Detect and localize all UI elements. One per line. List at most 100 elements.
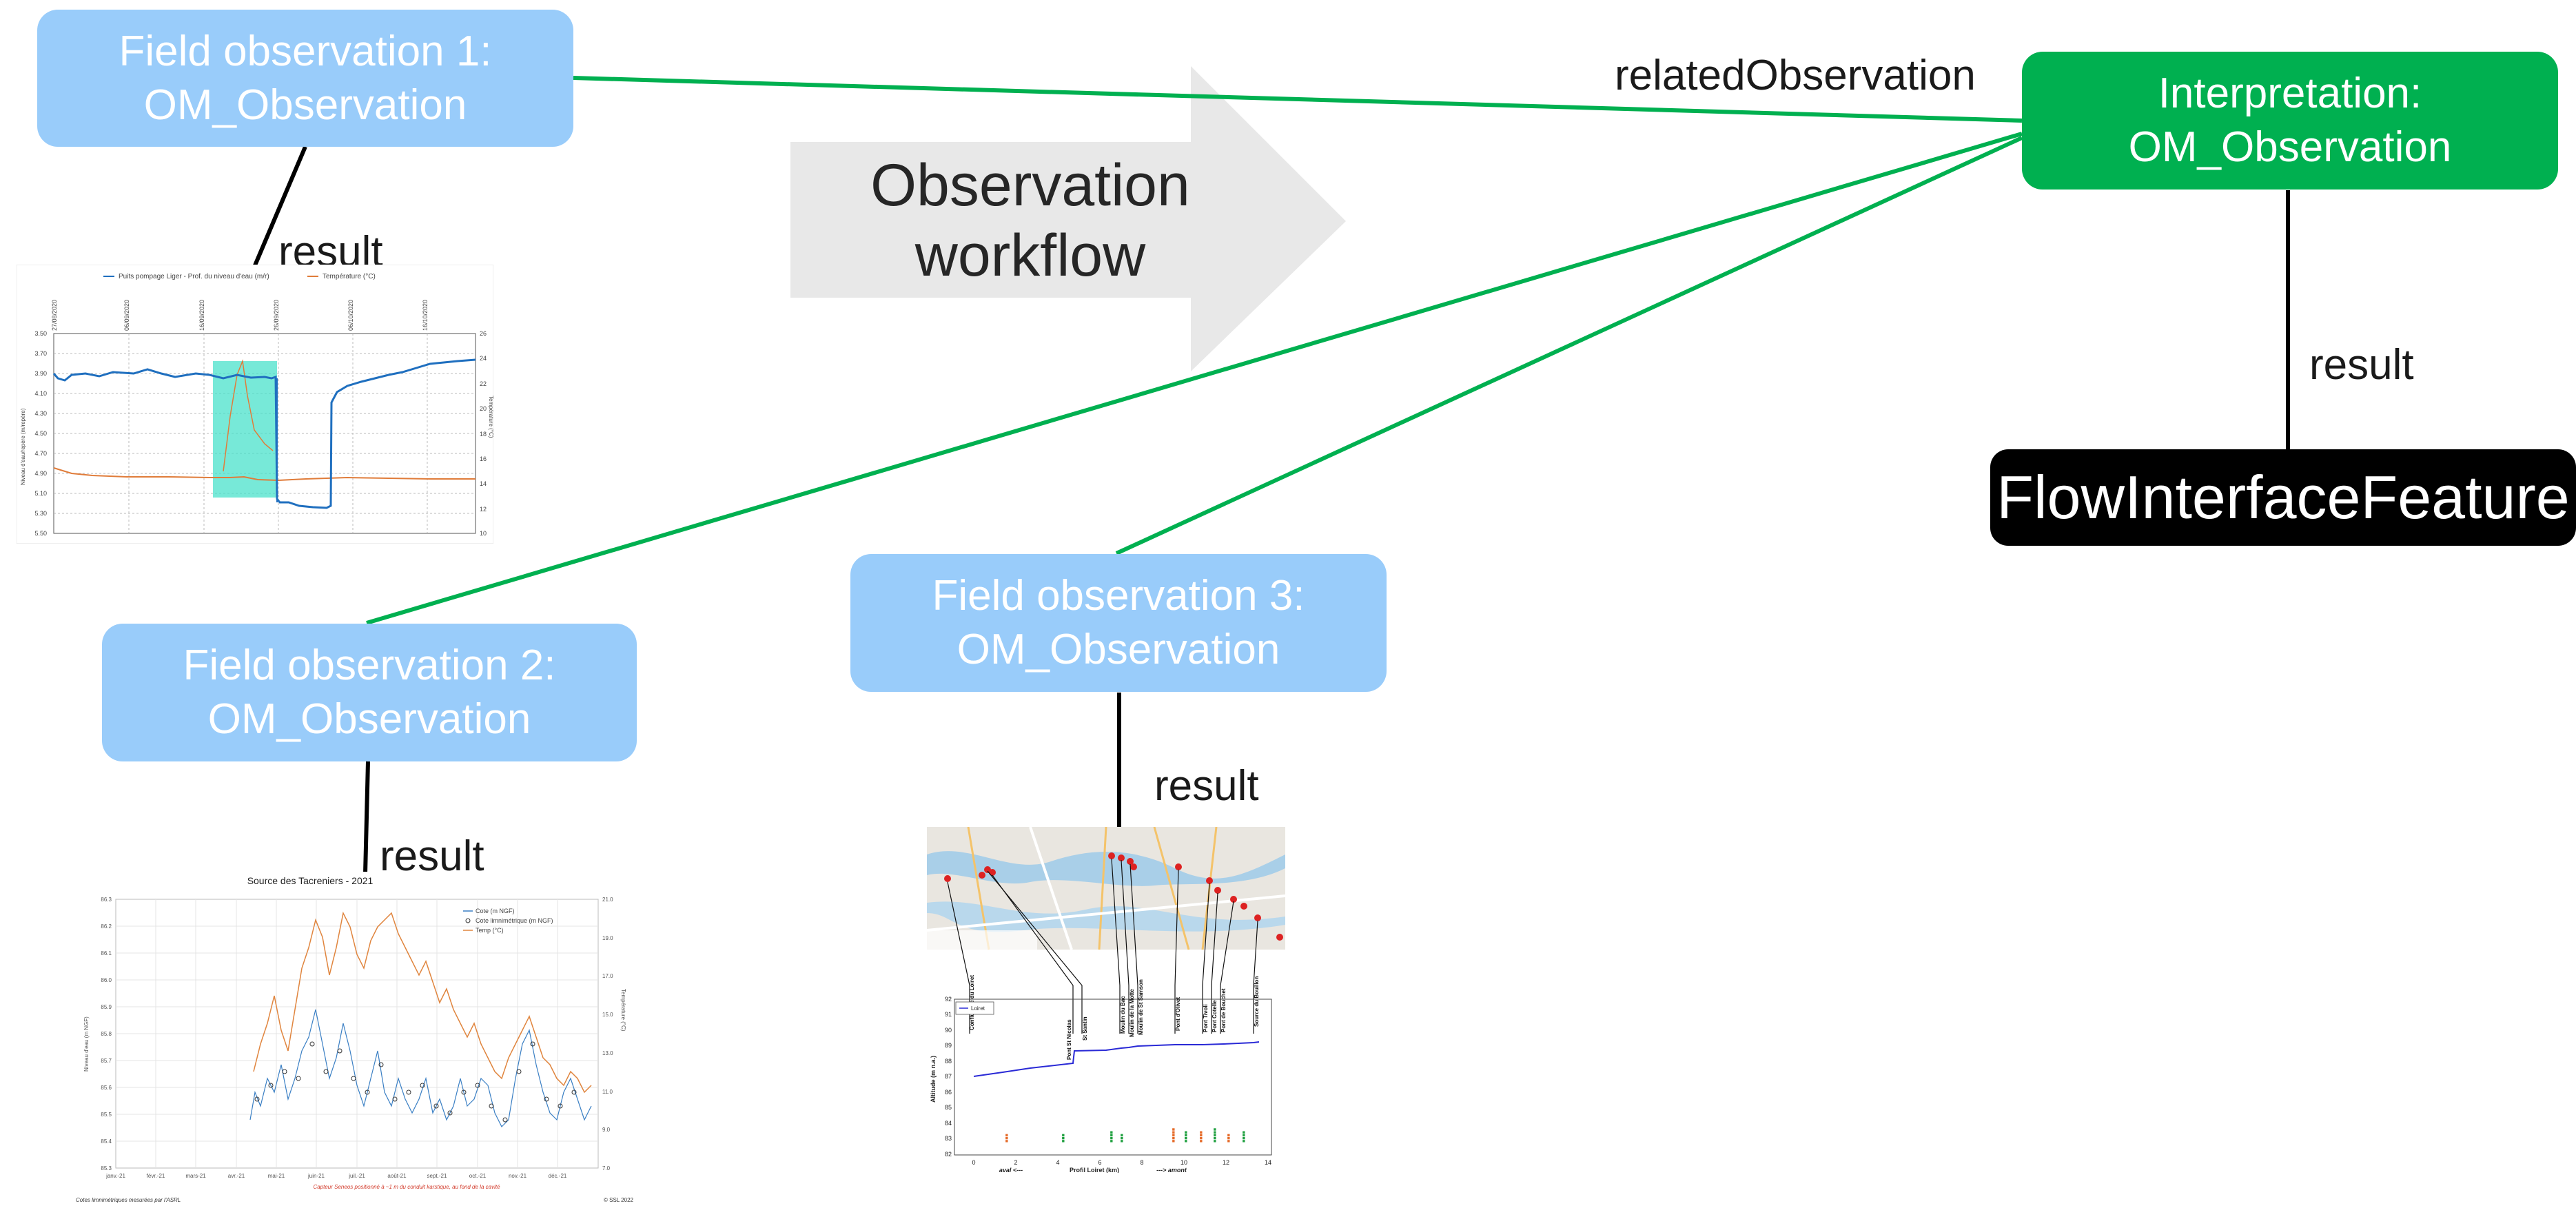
svg-text:84: 84 bbox=[945, 1120, 952, 1127]
svg-text:16/09/2020: 16/09/2020 bbox=[198, 300, 205, 331]
flow-interface-feature-box[interactable]: FlowInterfaceFeature bbox=[1990, 449, 2576, 546]
svg-text:19.0: 19.0 bbox=[602, 935, 613, 941]
svg-text:16/10/2020: 16/10/2020 bbox=[422, 300, 429, 331]
svg-text:85.6: 85.6 bbox=[101, 1085, 112, 1091]
svg-text:5.10: 5.10 bbox=[34, 490, 47, 497]
svg-text:■■■■: ■■■■ bbox=[1184, 1131, 1189, 1143]
chart2-ylabel-right: Température (°C) bbox=[620, 989, 626, 1032]
chart2-ylabel-left: Niveau d'eau (m NGF) bbox=[83, 1016, 90, 1072]
field-observation-3-box[interactable]: Field observation 3: OM_Observation bbox=[850, 554, 1387, 692]
svg-text:St Santin: St Santin bbox=[1082, 1016, 1088, 1041]
chart1-left-ticks: 3.50 3.70 3.90 4.10 4.30 4.50 4.70 4.90 … bbox=[34, 330, 47, 537]
result-chart-field1: Puits pompage Liger - Prof. du niveau d'… bbox=[16, 264, 494, 544]
field-observation-2-box[interactable]: Field observation 2: OM_Observation bbox=[102, 624, 637, 761]
svg-text:Temp (°C): Temp (°C) bbox=[476, 927, 504, 934]
result-link-field1 bbox=[253, 145, 307, 267]
chart3-xlabel: Profil Loiret (km) bbox=[1070, 1167, 1119, 1173]
svg-text:Source du Bouillon: Source du Bouillon bbox=[1254, 976, 1260, 1027]
chart1-temperature-series bbox=[53, 467, 476, 482]
svg-text:juin-21: juin-21 bbox=[307, 1173, 325, 1179]
chart2-level-series bbox=[249, 1009, 592, 1128]
chart2-footnote-left: Cotes limnimétriques mesurées par l'ASRL bbox=[76, 1197, 181, 1203]
chart2-title: Source des Tacreniers - 2021 bbox=[247, 875, 374, 886]
svg-text:10: 10 bbox=[480, 530, 487, 537]
svg-text:18: 18 bbox=[480, 431, 487, 438]
svg-text:0: 0 bbox=[972, 1159, 975, 1166]
svg-text:Pont d'Olivet: Pont d'Olivet bbox=[1175, 997, 1181, 1031]
chart2-footnote-right: © SSL 2022 bbox=[604, 1197, 634, 1203]
svg-text:85.4: 85.4 bbox=[101, 1138, 112, 1145]
chart2-month-labels: janv.-21 févr.-21 mars-21 avr.-21 mai-21… bbox=[105, 1173, 567, 1179]
field-observation-1-box[interactable]: Field observation 1: OM_Observation bbox=[37, 10, 573, 147]
svg-text:12: 12 bbox=[480, 506, 487, 513]
svg-text:juil.-21: juil.-21 bbox=[348, 1173, 365, 1179]
svg-text:Cote limnimétrique (m NGF): Cote limnimétrique (m NGF) bbox=[476, 917, 553, 924]
chart2-left-ticks: 86.3 86.2 86.1 86.0 85.9 85.8 85.7 85.6 … bbox=[101, 897, 112, 1171]
flow-interface-feature-label: FlowInterfaceFeature bbox=[1996, 463, 2570, 531]
svg-text:85.5: 85.5 bbox=[101, 1112, 112, 1118]
chart3-station-leaders bbox=[947, 858, 1258, 1034]
interpretation-title: Interpretation: bbox=[2158, 70, 2422, 117]
workflow-label-line1: Observation bbox=[870, 152, 1190, 218]
svg-text:3.90: 3.90 bbox=[34, 370, 47, 377]
chart2-footnote-red: Capteur Seneos positionné à ~1 m du cond… bbox=[313, 1184, 500, 1190]
svg-text:85.7: 85.7 bbox=[101, 1058, 112, 1064]
result-chart-field3: Confluence du Loiret Pont St Nicolas St … bbox=[926, 826, 1286, 1174]
chart2-right-ticks: 21.0 19.0 17.0 15.0 13.0 11.0 9.0 7.0 bbox=[602, 897, 613, 1171]
svg-text:sept.-21: sept.-21 bbox=[427, 1173, 447, 1179]
svg-text:12: 12 bbox=[1223, 1159, 1229, 1166]
svg-text:nov.-21: nov.-21 bbox=[509, 1173, 527, 1179]
related-observation-label: relatedObservation bbox=[1615, 52, 1976, 99]
svg-text:16: 16 bbox=[480, 455, 487, 462]
svg-text:4.50: 4.50 bbox=[34, 430, 47, 437]
svg-text:86.1: 86.1 bbox=[101, 950, 112, 956]
svg-text:Cote (m NGF): Cote (m NGF) bbox=[476, 908, 515, 914]
svg-text:13.0: 13.0 bbox=[602, 1050, 613, 1056]
svg-text:5.50: 5.50 bbox=[34, 530, 47, 537]
result-chart-field2-svg: Source des Tacreniers - 2021 Cote (m NGF… bbox=[76, 875, 634, 1203]
svg-text:déc.-21: déc.-21 bbox=[549, 1173, 567, 1179]
svg-text:26: 26 bbox=[480, 330, 487, 337]
svg-text:■■■■: ■■■■ bbox=[1242, 1131, 1247, 1143]
field-observation-1-type: OM_Observation bbox=[143, 81, 467, 129]
svg-text:85.8: 85.8 bbox=[101, 1031, 112, 1037]
svg-text:85.9: 85.9 bbox=[101, 1004, 112, 1010]
svg-text:83: 83 bbox=[945, 1135, 952, 1142]
chart3-x-right: ---> amont bbox=[1156, 1167, 1187, 1173]
chart3-station-labels: Confluence du Loiret Pont St Nicolas St … bbox=[969, 975, 1260, 1060]
related-link-field3 bbox=[1115, 136, 2023, 555]
chart1-ylabel-right: Température (°C) bbox=[488, 396, 493, 438]
field-observation-1-title: Field observation 1: bbox=[119, 27, 492, 75]
svg-text:8: 8 bbox=[1140, 1159, 1143, 1166]
workflow-label-line2: workflow bbox=[914, 223, 1146, 289]
svg-text:89: 89 bbox=[945, 1042, 952, 1049]
svg-text:Moulin du Bac: Moulin du Bac bbox=[1120, 996, 1126, 1034]
svg-text:3.70: 3.70 bbox=[34, 350, 47, 357]
svg-text:4: 4 bbox=[1056, 1159, 1059, 1166]
svg-text:■■■: ■■■ bbox=[1061, 1134, 1066, 1143]
svg-text:88: 88 bbox=[945, 1058, 952, 1065]
svg-text:11.0: 11.0 bbox=[602, 1089, 613, 1095]
svg-text:oct.-21: oct.-21 bbox=[469, 1173, 487, 1179]
interpretation-box[interactable]: Interpretation: OM_Observation bbox=[2022, 52, 2558, 190]
chart3-x-left: aval <--- bbox=[999, 1167, 1023, 1173]
svg-text:14: 14 bbox=[480, 480, 487, 487]
chart3-map bbox=[926, 826, 1286, 950]
related-link-field1 bbox=[573, 76, 2023, 123]
svg-text:24: 24 bbox=[480, 355, 487, 362]
chart3-y-ticks: 92 91 90 89 88 87 86 85 84 83 82 bbox=[945, 996, 952, 1158]
chart2-temperature-series bbox=[253, 911, 592, 1094]
svg-text:4.10: 4.10 bbox=[34, 390, 47, 397]
svg-text:Pont Tivoli: Pont Tivoli bbox=[1203, 1004, 1209, 1032]
svg-text:■■■■■: ■■■■■ bbox=[1213, 1128, 1218, 1143]
svg-text:4.70: 4.70 bbox=[34, 450, 47, 457]
svg-text:20: 20 bbox=[480, 405, 487, 412]
field-observation-3-type: OM_Observation bbox=[957, 626, 1280, 673]
svg-text:86.0: 86.0 bbox=[101, 977, 112, 983]
chart1-legend2: Température (°C) bbox=[323, 273, 376, 280]
svg-text:21.0: 21.0 bbox=[602, 897, 613, 903]
svg-text:■■■■: ■■■■ bbox=[1110, 1131, 1114, 1143]
svg-text:Pont St Nicolas: Pont St Nicolas bbox=[1066, 1019, 1072, 1060]
svg-text:06/10/2020: 06/10/2020 bbox=[347, 300, 354, 331]
svg-text:Moulin de St Samson: Moulin de St Samson bbox=[1138, 979, 1144, 1035]
